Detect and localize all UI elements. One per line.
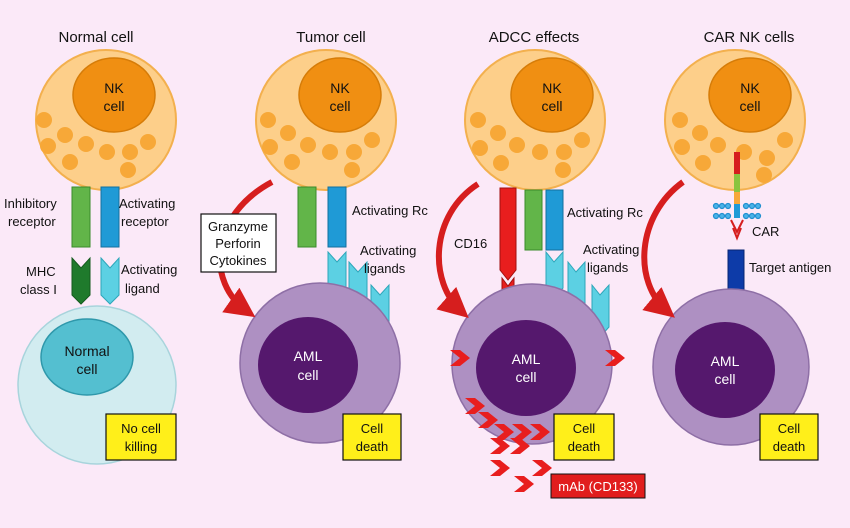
activating-receptor bbox=[100, 186, 120, 248]
outcome-label: killing bbox=[125, 439, 158, 454]
outcome-box bbox=[553, 413, 615, 461]
outcome-label: Cell bbox=[778, 421, 801, 436]
nk-label: cell bbox=[541, 98, 562, 114]
activating-receptor bbox=[545, 189, 564, 251]
outcome-box bbox=[105, 413, 177, 461]
target-cell-label: cell bbox=[515, 369, 536, 385]
nk-cell: NK cell bbox=[464, 49, 606, 191]
nk-cell: NK cell bbox=[664, 49, 806, 191]
outcome-box bbox=[342, 413, 402, 461]
granules bbox=[36, 112, 156, 178]
nk-nucleus bbox=[708, 57, 792, 133]
activating-ligands-label: ligands bbox=[364, 261, 406, 276]
activating-receptor bbox=[327, 186, 347, 248]
nk-label: NK bbox=[740, 80, 760, 96]
activating-ligands-label: Activating bbox=[360, 243, 416, 258]
nk-nucleus bbox=[298, 57, 382, 133]
outcome-label: Cell bbox=[573, 421, 596, 436]
granules bbox=[470, 112, 590, 178]
inhibitory-receptor-label: receptor bbox=[8, 214, 56, 229]
mhc-label: MHC bbox=[26, 264, 56, 279]
outcome-label: death bbox=[568, 439, 601, 454]
mhc-label: class I bbox=[20, 282, 57, 297]
activating-rc-label: Activating Rc bbox=[352, 203, 428, 218]
outcome-label: death bbox=[773, 439, 806, 454]
antibody-chevrons bbox=[450, 350, 625, 492]
granzyme-label: Granzyme bbox=[208, 219, 268, 234]
activating-ligand-label: ligand bbox=[125, 281, 160, 296]
mab-box bbox=[550, 473, 646, 499]
inhibitory-receptor bbox=[71, 186, 91, 248]
outcome-box bbox=[759, 413, 819, 461]
target-cell-label: cell bbox=[297, 367, 318, 383]
cytotoxic-arrow bbox=[641, 179, 685, 318]
granzyme-label: Perforin bbox=[215, 236, 261, 251]
nk-nucleus bbox=[72, 57, 156, 133]
target-cell-label: AML bbox=[294, 348, 323, 364]
nk-nucleus bbox=[510, 57, 594, 133]
inhibitory-receptor-label: Inhibitory bbox=[4, 196, 57, 211]
nk-label: NK bbox=[104, 80, 124, 96]
nk-label: NK bbox=[542, 80, 562, 96]
activating-receptor-label: Activating bbox=[119, 196, 175, 211]
granzyme-label: Cytokines bbox=[209, 253, 267, 268]
aml-target-cell: AML cell bbox=[652, 288, 810, 446]
nk-label: cell bbox=[103, 98, 124, 114]
outcome-label: Cell bbox=[361, 421, 384, 436]
nk-label: cell bbox=[329, 98, 350, 114]
target-cell-label: AML bbox=[512, 351, 541, 367]
granzyme-box bbox=[200, 213, 277, 273]
panel-title: Tumor cell bbox=[296, 29, 365, 46]
target-cell-label: AML bbox=[711, 353, 740, 369]
activating-ligands-label: ligands bbox=[587, 260, 629, 275]
granules bbox=[672, 112, 793, 183]
target-cell-label: cell bbox=[76, 361, 97, 377]
outcome-label: death bbox=[356, 439, 389, 454]
car-construct bbox=[712, 152, 762, 241]
aml-nucleus bbox=[258, 317, 358, 413]
mab-label: mAb (CD133) bbox=[558, 479, 637, 494]
inhibitory-receptor bbox=[524, 189, 543, 251]
target-antigen-label: Target antigen bbox=[749, 260, 831, 275]
inhibitory-receptor bbox=[297, 186, 317, 248]
target-cell-label: Normal bbox=[64, 343, 109, 359]
car-label: CAR bbox=[752, 224, 779, 239]
normal-target-cell: Normal cell bbox=[17, 305, 177, 465]
aml-target-cell: AML cell bbox=[451, 283, 613, 445]
cytotoxic-arrow bbox=[435, 181, 480, 318]
cd16-receptor bbox=[499, 187, 517, 281]
nk-cell: NK cell bbox=[255, 49, 397, 191]
aml-target-cell: AML cell bbox=[239, 282, 401, 444]
aml-nucleus bbox=[476, 320, 576, 416]
panel-adcc-effects: ADCC effects NK cell CD16 Activating Rc … bbox=[435, 29, 646, 499]
activating-ligand-label: Activating bbox=[121, 262, 177, 277]
target-cell-label: cell bbox=[714, 371, 735, 387]
normal-nucleus bbox=[40, 318, 134, 396]
nk-label: cell bbox=[739, 98, 760, 114]
activating-ligand bbox=[100, 256, 120, 305]
activating-ligands-label: Activating bbox=[583, 242, 639, 257]
mhc-class-i bbox=[71, 256, 91, 305]
panel-car-nk-cells: CAR NK cells NK cell bbox=[641, 29, 831, 461]
panel-title: CAR NK cells bbox=[704, 29, 795, 46]
outcome-label: No cell bbox=[121, 421, 161, 436]
panel-normal-cell: Normal cell NK cell Inhibitory receptor … bbox=[4, 29, 177, 465]
cd16-label: CD16 bbox=[454, 236, 487, 251]
activating-rc-label: Activating Rc bbox=[567, 205, 643, 220]
panel-title: ADCC effects bbox=[489, 29, 580, 46]
nk-label: NK bbox=[330, 80, 350, 96]
aml-nucleus bbox=[675, 322, 775, 418]
panel-tumor-cell: Tumor cell NK cell Activating Rc Activat… bbox=[200, 29, 428, 461]
nk-cell: NK cell bbox=[35, 49, 177, 191]
panel-title: Normal cell bbox=[58, 29, 133, 46]
activating-receptor-label: receptor bbox=[121, 214, 169, 229]
granules bbox=[260, 112, 380, 178]
